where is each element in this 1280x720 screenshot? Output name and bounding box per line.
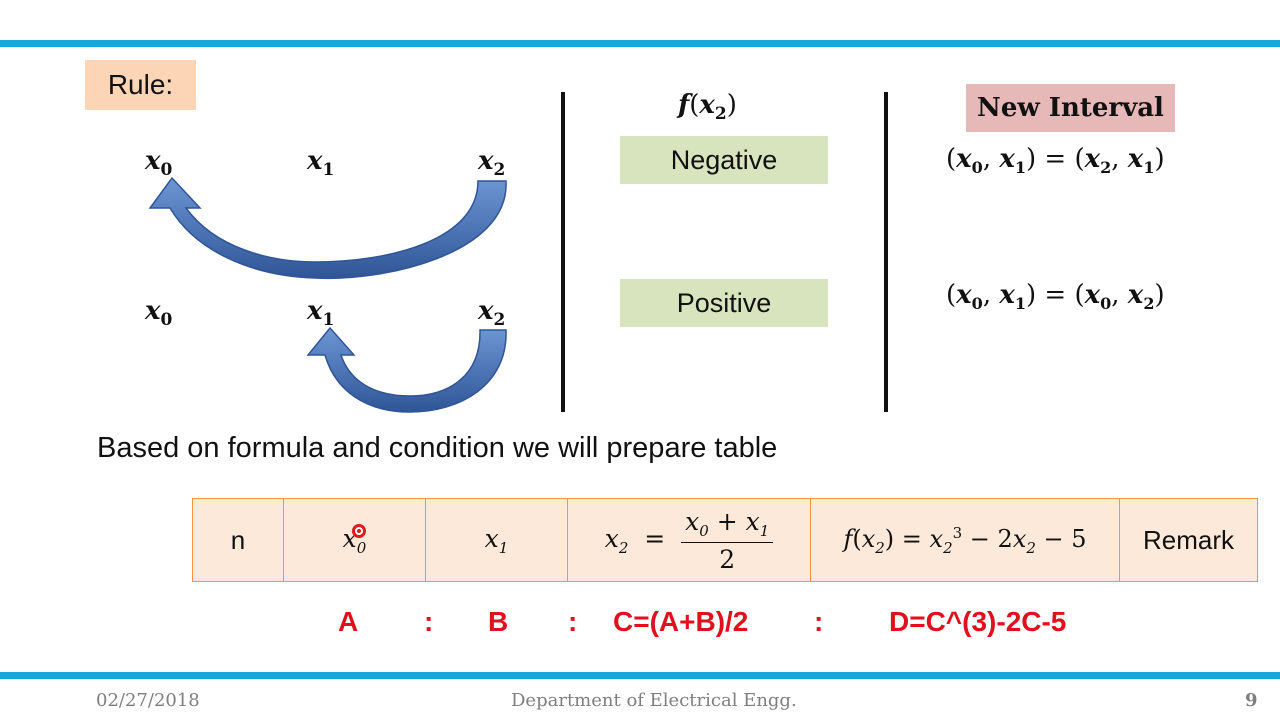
divider-left bbox=[561, 92, 565, 412]
interval-equation-negative: (x0, x1) = (x2, x1) bbox=[946, 144, 1165, 178]
col-remark: Remark bbox=[1119, 498, 1258, 582]
var-x1-row1: x1 bbox=[307, 146, 335, 181]
col-x1: x1 bbox=[425, 498, 568, 582]
footer-date: 02/27/2018 bbox=[96, 690, 200, 711]
new-interval-heading: New Interval bbox=[966, 84, 1175, 132]
interval-equation-positive: (x0, x1) = (x0, x2) bbox=[946, 280, 1165, 314]
laser-pointer-dot bbox=[352, 524, 366, 538]
formula-a: A bbox=[338, 606, 359, 637]
arrow-x2-to-x0 bbox=[148, 176, 507, 280]
fx2-header: f(x2) bbox=[678, 90, 737, 125]
formula-sep-1: : bbox=[424, 606, 434, 637]
var-x1-row2: x1 bbox=[307, 296, 335, 331]
col-n: n bbox=[192, 498, 284, 582]
formula-c: C=(A+B)/2 bbox=[613, 606, 749, 637]
top-accent-bar bbox=[0, 40, 1280, 47]
var-x2-row2: x2 bbox=[478, 296, 506, 331]
positive-box: Positive bbox=[620, 279, 828, 327]
divider-right bbox=[884, 92, 888, 412]
var-x0-row1: x0 bbox=[145, 146, 173, 181]
var-x0-row2: x0 bbox=[145, 296, 173, 331]
formula-b: B bbox=[488, 606, 509, 637]
col-x0: x0 bbox=[283, 498, 426, 582]
var-x2-row1: x2 bbox=[478, 146, 506, 181]
formula-sep-3: : bbox=[814, 606, 824, 637]
bottom-accent-bar bbox=[0, 672, 1280, 679]
arrows-diagram bbox=[148, 176, 507, 413]
footer-department: Department of Electrical Engg. bbox=[511, 690, 797, 711]
table-caption: Based on formula and condition we will p… bbox=[97, 432, 778, 464]
rule-label: Rule: bbox=[85, 60, 196, 110]
formula-d: D=C^(3)-2C-5 bbox=[889, 606, 1067, 637]
arrow-x2-to-x1 bbox=[306, 326, 507, 413]
negative-box: Negative bbox=[620, 136, 828, 184]
footer-page-number: 9 bbox=[1245, 690, 1258, 711]
formula-sep-2: : bbox=[568, 606, 578, 637]
col-fx2-formula: f(x2) = x23 − 2x2 − 5 bbox=[810, 498, 1120, 582]
